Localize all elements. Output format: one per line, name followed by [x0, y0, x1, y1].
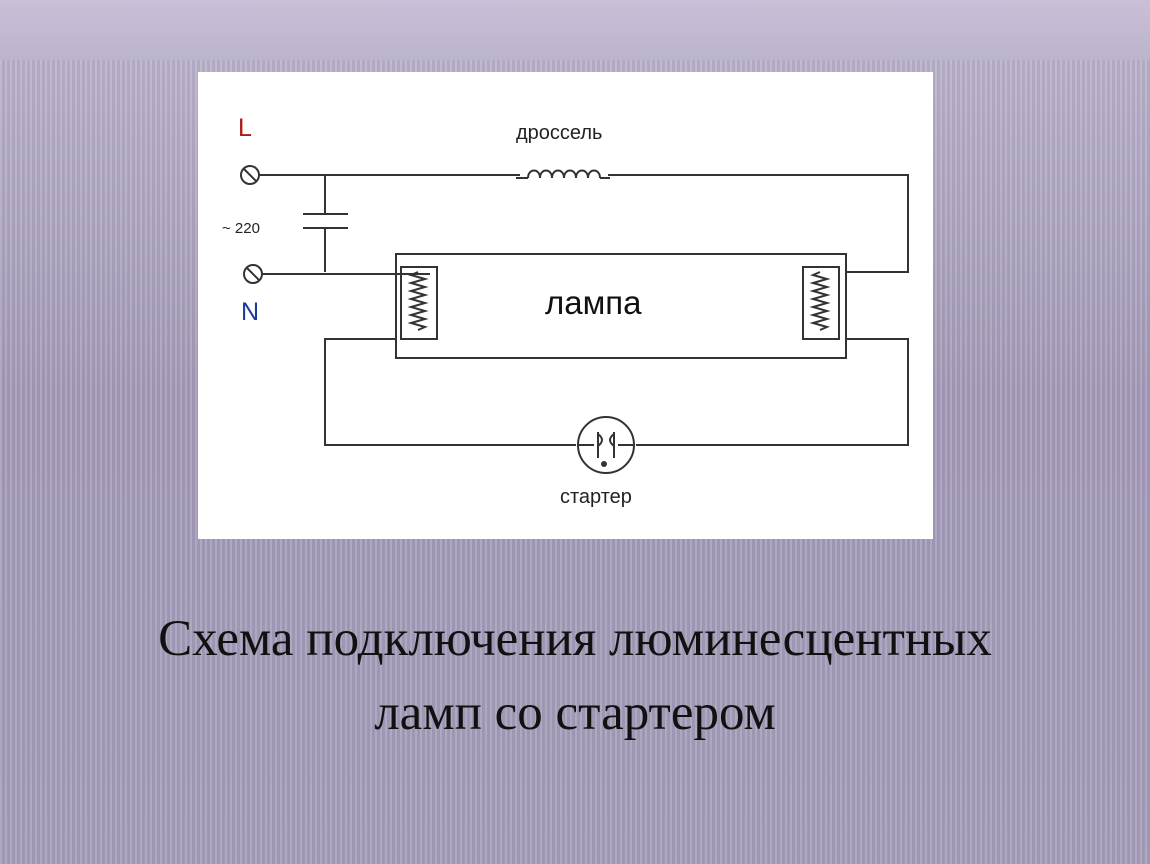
lamp-label: лампа: [545, 284, 642, 321]
neutral-terminal: [243, 264, 263, 284]
left-filament: [400, 266, 438, 340]
circuit-diagram: L N ~ 220 дроссель лампа стартер: [198, 72, 933, 539]
circuit-svg: [240, 165, 909, 474]
caption-line-2: ламп со стартером: [374, 685, 776, 741]
top-wire: [259, 174, 909, 273]
right-filament: [802, 266, 840, 340]
line-terminal: [240, 165, 260, 185]
starter: [577, 416, 635, 474]
starter-label: стартер: [560, 486, 632, 508]
choke-coil: [516, 169, 610, 179]
neutral-label: N: [241, 298, 260, 326]
starter-contact-dot: [601, 461, 607, 467]
capacitor: [303, 175, 348, 272]
choke-label: дроссель: [516, 122, 603, 144]
starter-wire: [324, 338, 909, 446]
lamp-tube: [395, 253, 847, 359]
slide-top-band: [0, 0, 1150, 60]
line-label: L: [238, 114, 252, 142]
slide-caption: Схема подключения люминесцентных ламп со…: [0, 602, 1150, 750]
caption-line-1: Схема подключения люминесцентных: [158, 611, 992, 667]
voltage-label: ~ 220: [222, 220, 260, 237]
